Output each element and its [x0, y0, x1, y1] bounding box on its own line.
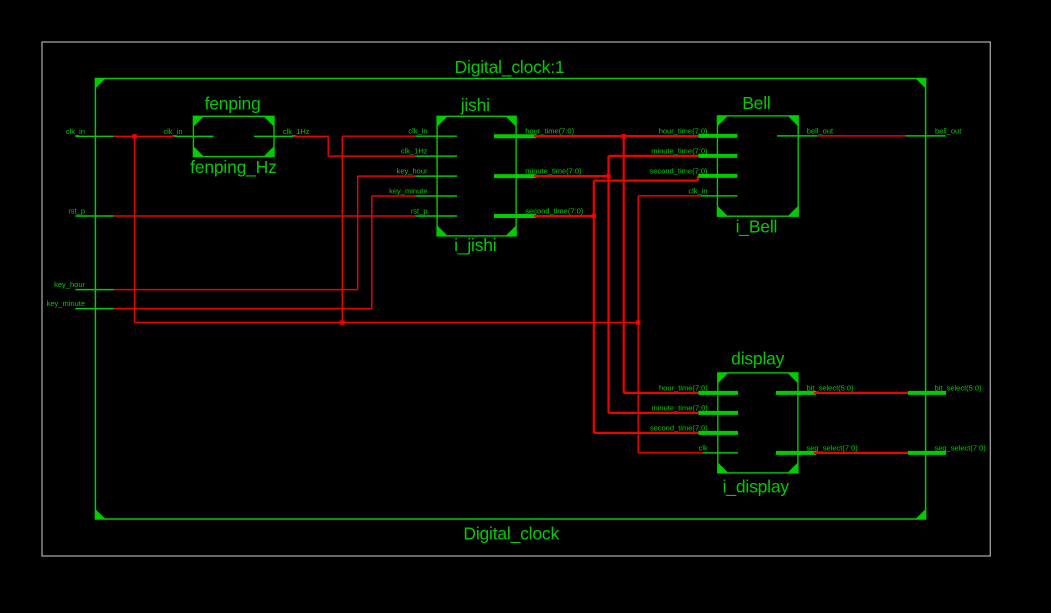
svg-text:Bell: Bell	[742, 93, 770, 113]
svg-text:clk_in: clk_in	[163, 127, 182, 136]
svg-text:hour_time(7:0): hour_time(7:0)	[525, 127, 574, 136]
svg-text:i_Bell: i_Bell	[736, 217, 778, 238]
svg-text:minute_time(7:0): minute_time(7:0)	[651, 146, 708, 155]
svg-text:bell_out: bell_out	[935, 126, 962, 135]
svg-text:clk_in: clk_in	[408, 127, 427, 136]
svg-text:fenping_Hz: fenping_Hz	[190, 157, 277, 178]
svg-text:i_display: i_display	[723, 476, 790, 497]
svg-text:clk_1Hz: clk_1Hz	[401, 147, 428, 156]
svg-text:bit_select(5:0): bit_select(5:0)	[935, 383, 983, 392]
svg-text:hour_time(7:0): hour_time(7:0)	[659, 383, 708, 392]
svg-text:Digital_clock: Digital_clock	[463, 523, 559, 544]
svg-text:rst_p: rst_p	[411, 206, 428, 215]
svg-text:key_hour: key_hour	[54, 280, 85, 289]
svg-text:i_jishi: i_jishi	[454, 235, 496, 256]
svg-text:second_time(7:0): second_time(7:0)	[525, 206, 583, 215]
svg-text:seg_select(7:0): seg_select(7:0)	[935, 443, 987, 452]
svg-text:fenping: fenping	[205, 94, 261, 114]
svg-text:clk_in: clk_in	[688, 186, 707, 195]
svg-text:rst_p: rst_p	[68, 207, 85, 216]
svg-text:bell_out: bell_out	[807, 126, 834, 135]
svg-text:second_time(7:0): second_time(7:0)	[650, 166, 708, 175]
svg-text:display: display	[731, 349, 785, 369]
svg-text:clk_in: clk_in	[66, 127, 85, 136]
svg-text:Digital_clock:1: Digital_clock:1	[455, 57, 565, 78]
svg-text:key_hour: key_hour	[397, 167, 428, 176]
svg-text:key_minute: key_minute	[47, 299, 85, 308]
svg-text:key_minute: key_minute	[389, 186, 427, 195]
svg-text:minute_time(7:0): minute_time(7:0)	[652, 403, 709, 412]
svg-text:jishi: jishi	[460, 95, 490, 115]
svg-text:clk: clk	[699, 443, 708, 452]
svg-text:bit_select(5:0): bit_select(5:0)	[807, 383, 855, 392]
svg-text:clk_1Hz: clk_1Hz	[283, 127, 310, 136]
svg-text:minute_time(7:0): minute_time(7:0)	[525, 167, 582, 176]
svg-text:second_time(7:0): second_time(7:0)	[650, 423, 708, 432]
svg-text:seg_select(7:0): seg_select(7:0)	[807, 443, 859, 452]
svg-text:hour_time(7:0): hour_time(7:0)	[659, 126, 708, 135]
